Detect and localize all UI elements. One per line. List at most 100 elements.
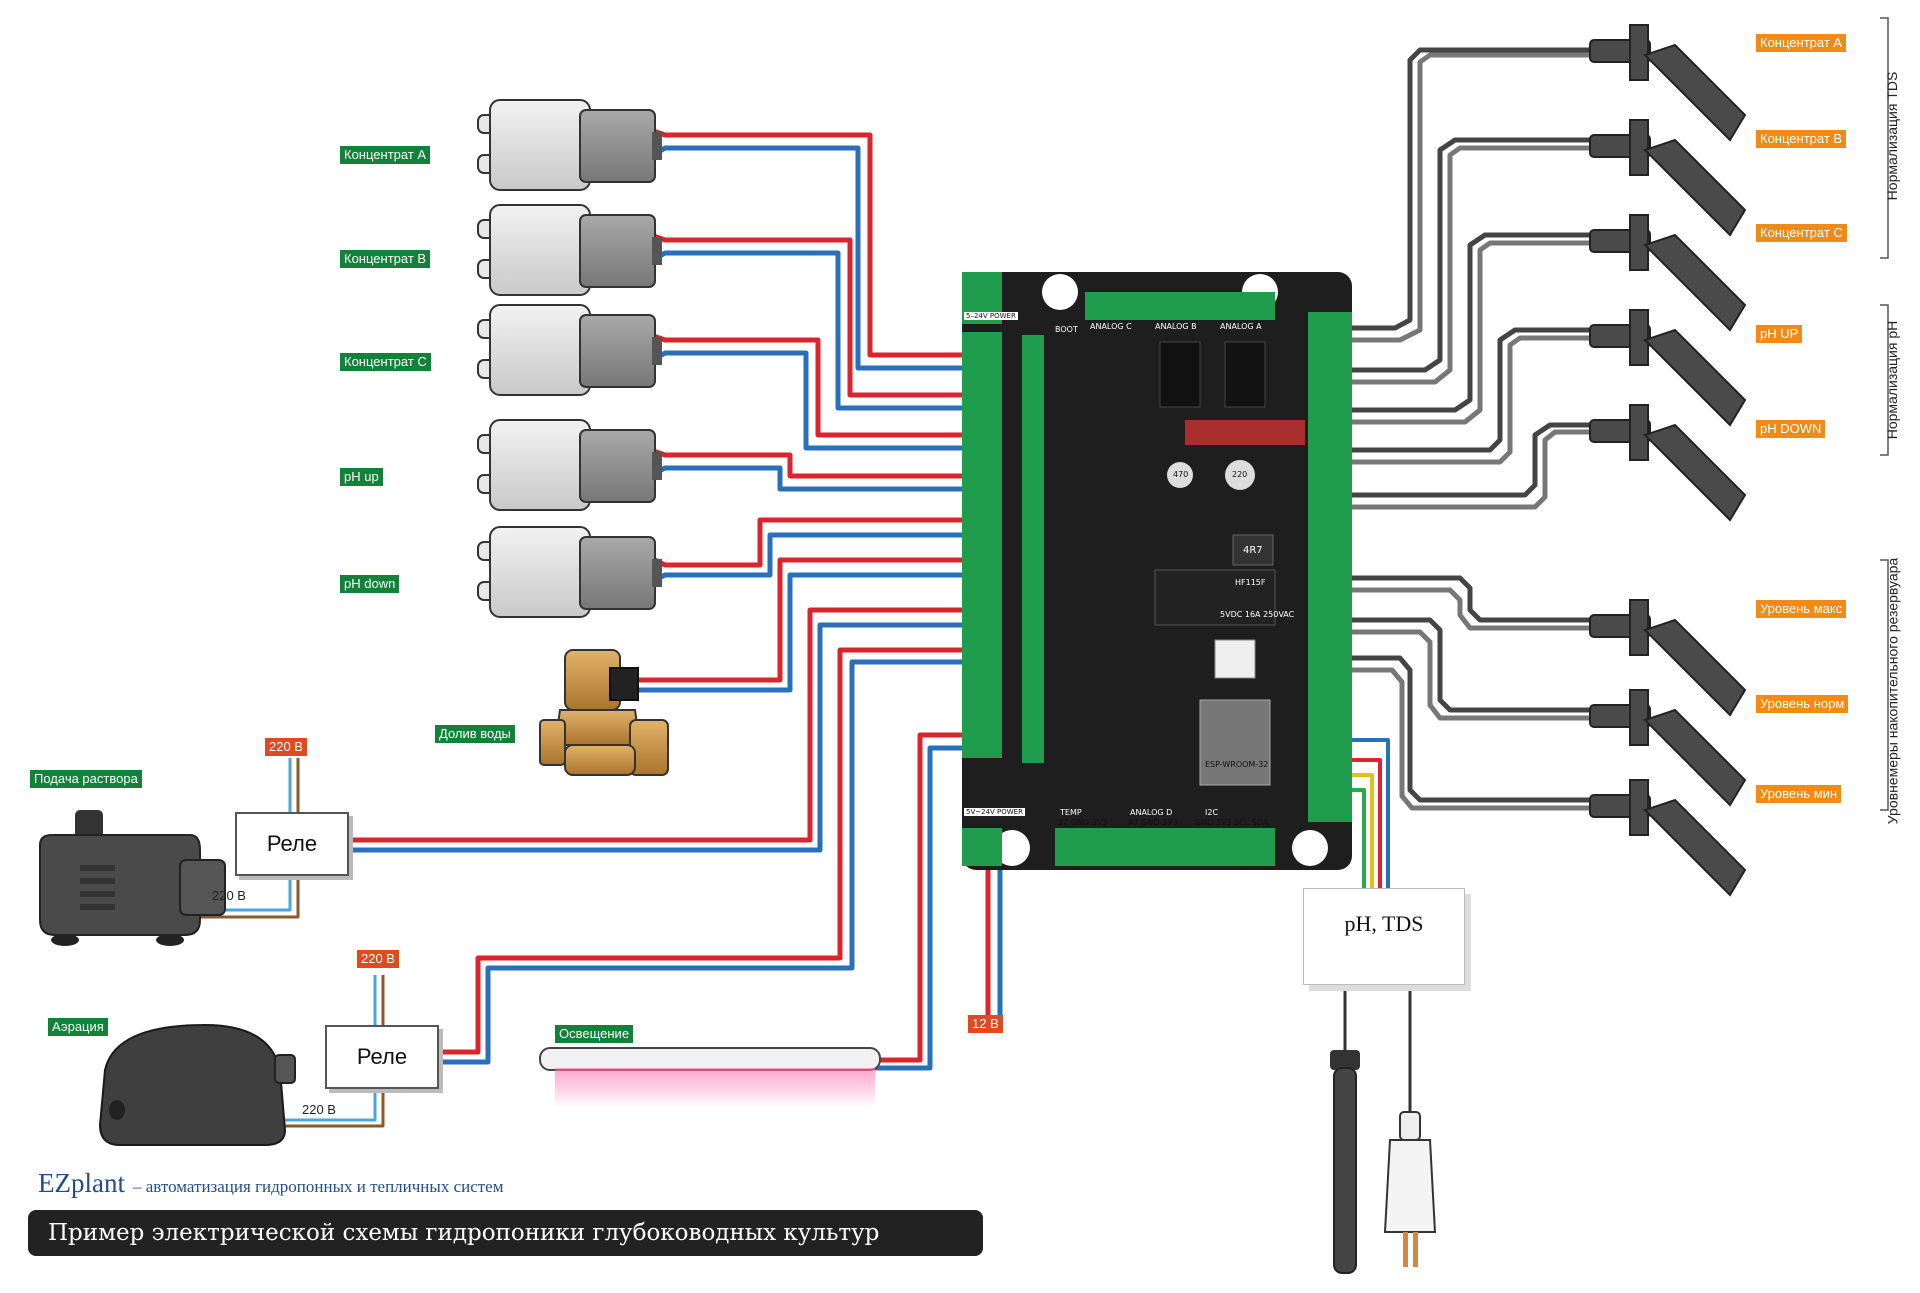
float-sensor-3 — [1589, 214, 1747, 332]
label-level-norm: Уровень норм — [1756, 695, 1849, 713]
water-valve — [539, 649, 669, 776]
board-relay-chip: HF115F — [1235, 578, 1266, 587]
wire-float-5 — [1345, 422, 1590, 498]
label-level-max: Уровень макс — [1756, 600, 1847, 618]
label-group-ph: Нормализация pH — [1884, 320, 1900, 440]
label-group-levels: Уровнемеры накопительного резервуара — [1884, 557, 1901, 825]
wire-valve-blue — [625, 572, 980, 693]
label-ph-down: pH down — [340, 575, 400, 593]
wire-relay1-blue — [350, 622, 980, 853]
inductor — [1232, 534, 1274, 566]
label-ph-up: pH up — [340, 468, 383, 486]
float-sensor-4 — [1589, 309, 1747, 427]
board-analog-a: ANALOG A — [1220, 322, 1262, 331]
wire-float-1b — [1345, 52, 1590, 343]
board-relay-rating: 5VDC 16A 250VAC — [1220, 610, 1295, 619]
float-sensor-8 — [1589, 779, 1747, 897]
brand-name: EZplant — [38, 1168, 125, 1198]
aeration-compressor — [98, 1023, 296, 1146]
probe-ph — [1330, 1050, 1360, 1274]
label-right-concentrate-c: Концентрат C — [1756, 224, 1847, 242]
brand-tagline: – автоматизация гидропонных и тепличных … — [132, 1177, 504, 1196]
wire-float-8 — [1345, 655, 1590, 803]
wire-float-6b — [1345, 587, 1590, 631]
wire-float-4b — [1345, 335, 1590, 465]
capacitor-1 — [1225, 460, 1255, 490]
label-water-refill: Долив воды — [435, 725, 515, 743]
brand: EZplant – автоматизация гидропонных и теп… — [38, 1168, 504, 1199]
label-right-concentrate-a: Концентрат A — [1756, 34, 1847, 52]
board-pins-i2c: GND 3V3 SCL SDA — [1195, 818, 1269, 827]
wire-relay1-red — [350, 607, 980, 843]
wire-float-8b — [1345, 667, 1590, 811]
float-sensor-7 — [1589, 689, 1747, 807]
label-lighting: Освещение — [555, 1025, 634, 1043]
diagram-title: Пример электрической схемы гидропоники г… — [28, 1210, 983, 1256]
wires-right — [1338, 47, 1590, 1115]
wire-ph-up-red — [644, 445, 980, 479]
wire-float-2b — [1345, 145, 1590, 385]
label-right-ph-down: pH DOWN — [1756, 420, 1826, 438]
wire-relay2-red — [440, 647, 980, 1055]
label-right-ph-up: pH UP — [1756, 325, 1803, 343]
label-220v-aeration: 220 В — [302, 1102, 336, 1117]
terminal-analog-bottom — [1055, 828, 1275, 866]
terminal-right — [1308, 312, 1352, 822]
wire-float-3b — [1345, 240, 1590, 425]
wire-float-7 — [1345, 617, 1590, 713]
wire-float-6 — [1345, 575, 1590, 623]
esp32-module — [1199, 699, 1271, 786]
board-esp: ESP-WROOM-32 — [1205, 760, 1269, 769]
pump-group — [477, 99, 662, 618]
label-level-min: Уровень мин — [1756, 785, 1842, 803]
wire-float-5b — [1345, 429, 1590, 510]
board-boot: BOOT — [1055, 325, 1078, 334]
board-i2c: I2C — [1205, 808, 1219, 817]
label-right-concentrate-b: Концентрат B — [1756, 130, 1847, 148]
label-12v: 12 В — [968, 1015, 1003, 1033]
relay-2: Реле — [325, 1025, 439, 1089]
float-sensor-1 — [1589, 24, 1747, 142]
pump-concentrate-c — [477, 304, 662, 396]
wire-pump-b-red — [644, 230, 980, 398]
sensor-box-ph-tds: pH, TDS — [1303, 888, 1465, 985]
label-220v-relay2: 220 В — [357, 950, 399, 968]
relay-module — [1154, 569, 1276, 626]
wire-light-blue — [875, 745, 980, 1071]
float-sensor-2 — [1589, 119, 1747, 237]
float-sensors — [1589, 24, 1747, 897]
wire-float-1 — [1345, 47, 1590, 331]
wire-pump-a-blue — [643, 145, 980, 371]
group-brackets — [1880, 17, 1889, 811]
board-res: RES — [1055, 278, 1071, 287]
submersible-pump — [39, 810, 226, 946]
board-analog-d: ANALOG D — [1130, 808, 1173, 817]
float-sensor-6 — [1589, 599, 1747, 717]
wire-pump-c-red — [644, 330, 980, 438]
wire-float-2 — [1345, 137, 1590, 373]
control-board — [962, 272, 1352, 870]
board-pins-d: A7 GND 3V3 — [1128, 818, 1178, 827]
terminal-power-bottom — [962, 828, 1002, 866]
pump-ph-up — [477, 419, 662, 511]
terminal-left-inner — [1022, 335, 1044, 763]
label-220v-top: 220 В — [265, 738, 307, 756]
board-power-top: 5–24V POWER — [964, 312, 1018, 320]
probe-tds — [1383, 1111, 1437, 1267]
relay-1: Реле — [235, 812, 349, 876]
board-analog-c: ANALOG C — [1090, 322, 1132, 331]
label-concentrate-b: Концентрат B — [340, 250, 431, 268]
board-power-bottom: 5V~24V POWER — [964, 808, 1025, 816]
header-pins — [1185, 420, 1305, 445]
label-220v-pump: 220 В — [212, 888, 246, 903]
float-sensor-5 — [1589, 404, 1747, 522]
wire-relay2-blue — [440, 659, 980, 1065]
chip-1 — [1159, 341, 1201, 408]
terminal-analog-top — [1085, 292, 1275, 320]
pump-concentrate-a — [477, 99, 662, 191]
wire-i2c-blue — [1338, 738, 1390, 888]
light-bar — [539, 1047, 881, 1108]
wire-float-4 — [1345, 327, 1590, 453]
board-temp: TEMP — [1060, 808, 1082, 817]
